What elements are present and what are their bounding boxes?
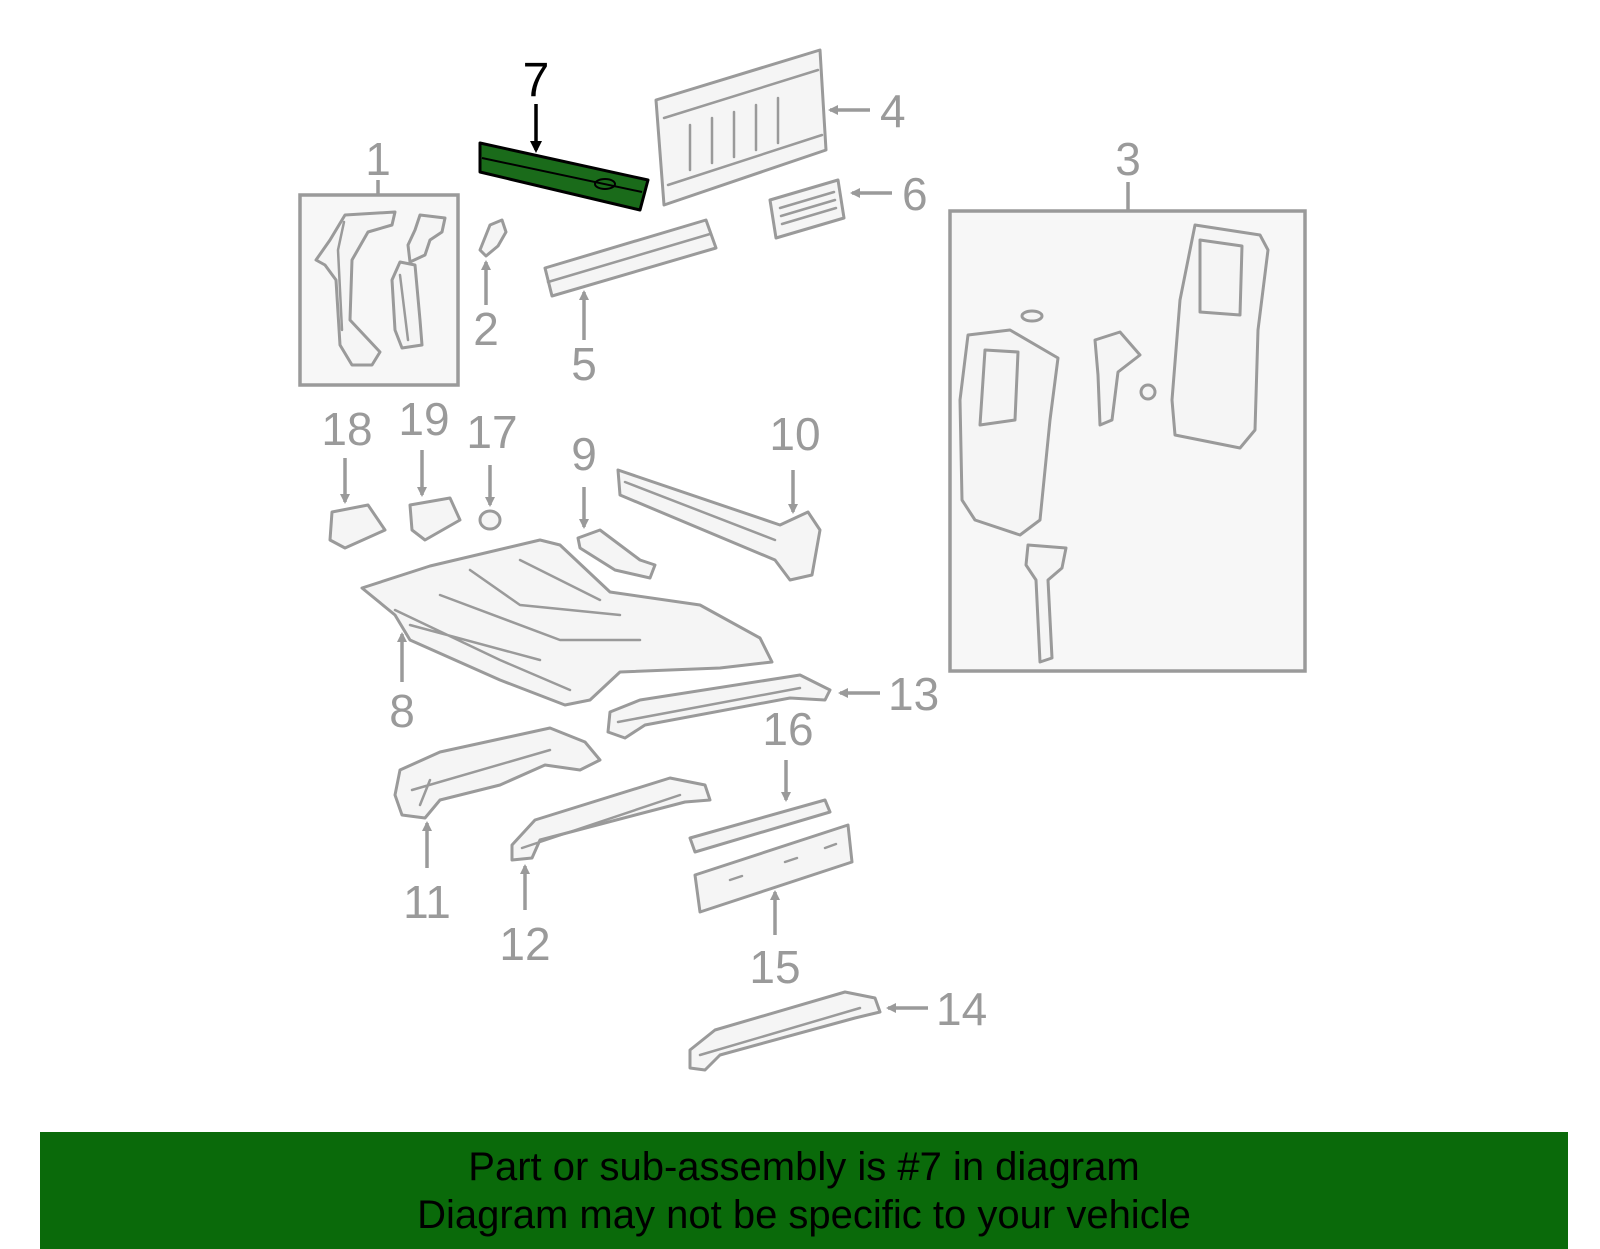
part-13-group[interactable]: 13 bbox=[606, 668, 939, 740]
part-4-back-panel bbox=[654, 48, 828, 207]
part-10-group[interactable]: 10 bbox=[616, 408, 822, 582]
callout-15: 15 bbox=[749, 941, 800, 993]
part-18-group[interactable]: 18 bbox=[321, 403, 387, 550]
callout-1: 1 bbox=[365, 133, 391, 185]
callout-6: 6 bbox=[902, 168, 928, 220]
callout-5: 5 bbox=[571, 338, 597, 390]
part-8-group[interactable]: 8 bbox=[360, 538, 774, 737]
part-16-group[interactable]: 16 bbox=[688, 703, 832, 854]
part-2-clip bbox=[478, 218, 508, 258]
part-3-quarter-panel bbox=[1170, 223, 1270, 450]
callout-12: 12 bbox=[499, 918, 550, 970]
part-7-panel bbox=[478, 141, 650, 212]
callout-3: 3 bbox=[1115, 133, 1141, 185]
callout-10: 10 bbox=[769, 408, 820, 460]
callout-18: 18 bbox=[321, 403, 372, 455]
part-15-group[interactable]: 15 bbox=[693, 823, 854, 993]
part-19-bracket bbox=[408, 496, 462, 542]
callout-11: 11 bbox=[403, 876, 451, 928]
callout-8: 8 bbox=[389, 685, 415, 737]
callout-14: 14 bbox=[936, 983, 987, 1035]
part-4-group[interactable]: 4 bbox=[654, 48, 906, 207]
part-19-group[interactable]: 19 bbox=[398, 393, 462, 542]
part-1-group[interactable]: 1 bbox=[298, 133, 460, 387]
part-1-bracket-upper bbox=[406, 213, 447, 264]
banner-line-1: Part or sub-assembly is #7 in diagram bbox=[468, 1145, 1140, 1189]
callout-4: 4 bbox=[880, 85, 906, 137]
part-11-group[interactable]: 11 bbox=[393, 726, 602, 928]
part-9-bracket bbox=[576, 528, 657, 580]
part-12-group[interactable]: 12 bbox=[499, 776, 712, 970]
part-18-bracket bbox=[328, 503, 387, 550]
part-3-lower-pillar bbox=[1024, 543, 1068, 664]
part-6-group[interactable]: 6 bbox=[768, 168, 928, 240]
part-16-reinforcement bbox=[688, 798, 832, 854]
part-13-crossmember bbox=[606, 673, 832, 740]
part-9-group[interactable]: 9 bbox=[571, 428, 657, 580]
part-1-pillar-a bbox=[314, 210, 397, 367]
part-14-group[interactable]: 14 bbox=[688, 983, 987, 1072]
part-8-floor-pan bbox=[360, 538, 774, 707]
part-3-group[interactable]: 3 bbox=[948, 133, 1307, 673]
part-2-group[interactable]: 2 bbox=[473, 218, 508, 355]
callout-19: 19 bbox=[398, 393, 449, 445]
part-17-plug bbox=[478, 509, 502, 531]
callout-13: 13 bbox=[888, 668, 939, 720]
banner-line-2: Diagram may not be specific to your vehi… bbox=[417, 1193, 1191, 1237]
part-15-plate bbox=[693, 823, 854, 914]
info-banner: Part or sub-assembly is #7 in diagram Di… bbox=[40, 1132, 1568, 1249]
part-11-crossmember bbox=[393, 726, 602, 820]
part-7-group[interactable]: 7 bbox=[478, 54, 650, 212]
part-3-grommet bbox=[1139, 383, 1157, 401]
part-5-group[interactable]: 5 bbox=[543, 218, 718, 390]
callout-16: 16 bbox=[762, 703, 813, 755]
part-3-bracket bbox=[1093, 330, 1142, 427]
callout-9: 9 bbox=[571, 428, 597, 480]
callout-17: 17 bbox=[466, 406, 517, 458]
part-1-bracket-lower bbox=[390, 260, 424, 350]
part-17-group[interactable]: 17 bbox=[466, 406, 518, 531]
callout-2: 2 bbox=[473, 303, 499, 355]
callout-7: 7 bbox=[523, 54, 550, 107]
